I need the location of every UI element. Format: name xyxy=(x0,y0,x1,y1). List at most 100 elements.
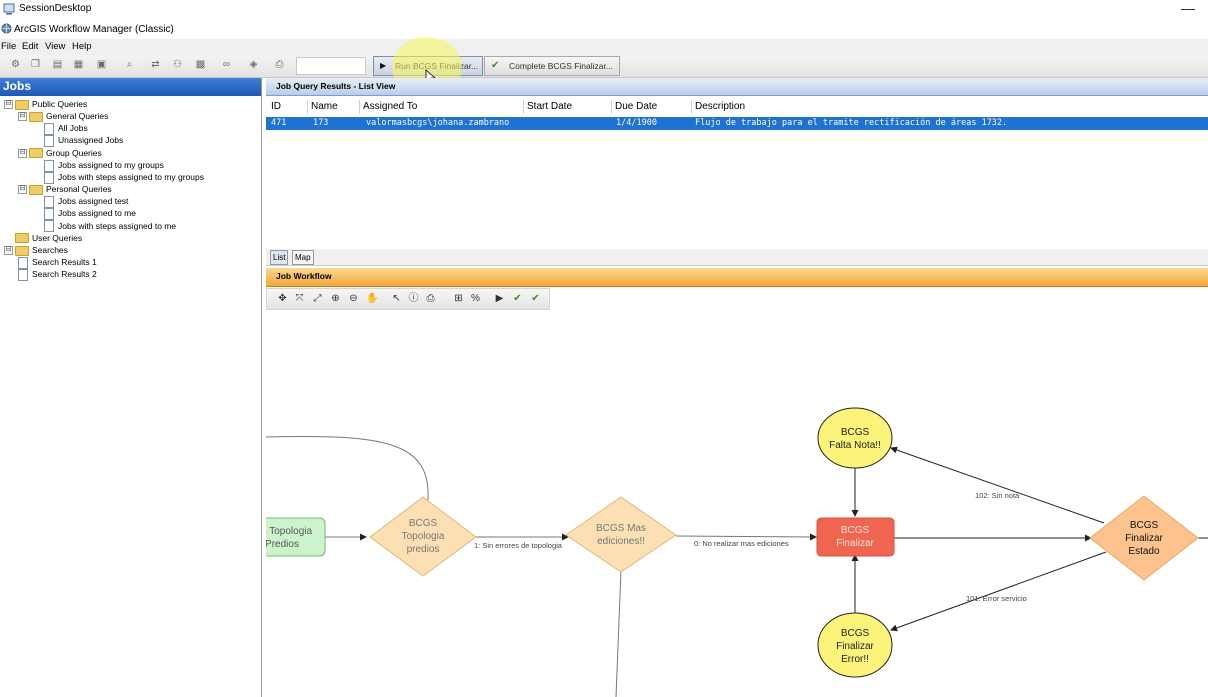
tree-item-label: Unassigned Jobs xyxy=(58,135,124,146)
node-topologia-line1: BCGS xyxy=(409,518,438,529)
node-topologia-predios[interactable]: BCGS Topologia predios xyxy=(369,496,477,577)
print-workflow-icon[interactable]: ⎙ xyxy=(426,293,435,304)
tree-item[interactable]: Jobs with steps assigned to me xyxy=(44,220,177,233)
zoom-in-icon[interactable]: ⊕ xyxy=(331,293,340,304)
col-description[interactable]: Description xyxy=(695,101,746,112)
job-combo[interactable] xyxy=(296,57,366,75)
node-finalizar[interactable]: BCGS Finalizar xyxy=(816,517,895,557)
refresh-icon[interactable]: ⇄ xyxy=(151,59,160,70)
collapse-icon[interactable]: ⊟ xyxy=(18,185,27,195)
complete-all-icon[interactable]: ✔ xyxy=(531,293,540,304)
menu-bar: File Edit View Help xyxy=(0,39,1208,55)
tree-item[interactable]: Jobs assigned to my groups xyxy=(44,159,164,172)
collapse-icon[interactable]: ⊟ xyxy=(18,112,27,122)
select-icon[interactable]: ↖ xyxy=(392,293,401,304)
table-row[interactable]: 471 173 valormasbcgs\johana.zambrano 1/4… xyxy=(266,117,1208,130)
tree-item[interactable]: All Jobs xyxy=(44,122,88,136)
node-finalizar-error[interactable]: BCGS Finalizar Error!! xyxy=(817,612,893,678)
tree-item[interactable]: User Queries xyxy=(4,232,82,244)
jobs-header: Jobs xyxy=(0,78,261,96)
node-finalizar-estado[interactable]: BCGS Finalizar Estado xyxy=(1089,495,1199,581)
query-icon xyxy=(44,135,54,148)
copy-icon[interactable]: ❐ xyxy=(31,59,40,70)
complete-workflow-icon[interactable]: ✔ xyxy=(513,293,522,304)
cell-assigned-to: valormasbcgs\johana.zambrano xyxy=(366,118,510,128)
tree-item[interactable]: ⊟Personal Queries xyxy=(18,183,112,195)
lock-icon[interactable]: ◈ xyxy=(249,59,258,70)
tree-item[interactable]: Unassigned Jobs xyxy=(44,134,124,148)
node-mas-ediciones[interactable]: BCGS Mas ediciones!! xyxy=(565,496,677,573)
tree-item[interactable]: ⊟Searches xyxy=(4,244,68,256)
cell-due-date: 1/4/1900 xyxy=(616,118,657,128)
tree-item[interactable]: Jobs assigned to me xyxy=(44,207,136,221)
tree-item[interactable]: Jobs with steps assigned to my groups xyxy=(44,171,204,184)
node-topologia-left[interactable]: S Topologia Predios xyxy=(266,517,326,557)
pan-icon[interactable]: ✥ xyxy=(278,293,287,304)
new-job-icon[interactable]: ▤ xyxy=(52,59,63,70)
edge-sin-nota xyxy=(890,446,1105,524)
edge-label-no-realizar: 0: No realizar mas ediciones xyxy=(694,539,789,548)
app-title: ArcGIS Workflow Manager (Classic) xyxy=(14,24,174,35)
jobs-title: Jobs xyxy=(3,79,32,93)
menu-view[interactable]: View xyxy=(45,41,66,52)
minimize-icon[interactable]: — xyxy=(1181,0,1195,16)
info-icon[interactable]: ⓘ xyxy=(408,293,419,304)
menu-help[interactable]: Help xyxy=(72,41,92,52)
tab-list[interactable]: List xyxy=(270,250,289,265)
node-finalizar-error-line2: Finalizar xyxy=(836,641,874,652)
menu-edit[interactable]: Edit xyxy=(22,41,39,52)
folder-icon xyxy=(15,233,29,244)
fit-extent-icon[interactable]: ⤧ xyxy=(295,293,304,304)
window-icon[interactable]: ▣ xyxy=(96,59,107,70)
tree-item[interactable]: ⊟Group Queries xyxy=(18,147,102,159)
node-finalizar-line1: BCGS xyxy=(841,525,870,536)
node-finalizar-error-line1: BCGS xyxy=(841,628,870,639)
col-name[interactable]: Name xyxy=(308,100,360,114)
node-falta-nota-line2: Falta Nota!! xyxy=(829,440,881,451)
report-icon[interactable]: ▩ xyxy=(195,59,206,70)
remote-desktop-icon xyxy=(3,3,15,15)
col-assigned-to[interactable]: Assigned To xyxy=(360,100,524,114)
tree-item-label: Public Queries xyxy=(32,99,88,109)
folder-icon xyxy=(15,99,29,110)
folder-icon xyxy=(29,184,43,195)
tab-map[interactable]: Map xyxy=(292,250,314,265)
col-start-date[interactable]: Start Date xyxy=(524,100,612,114)
workflow-tool-icon[interactable]: ⚙ xyxy=(11,59,20,70)
tree-item-label: Search Results 2 xyxy=(32,269,97,280)
node-topologia-left-line1: S Topologia xyxy=(266,526,312,537)
layout-icon[interactable]: ⊞ xyxy=(454,293,463,304)
hand-icon[interactable]: ✋ xyxy=(366,293,379,304)
percent-icon[interactable]: % xyxy=(471,293,480,304)
zoom-out-icon[interactable]: ⊖ xyxy=(349,293,358,304)
tree-item-label: Search Results 1 xyxy=(32,256,97,267)
tree-item[interactable]: ⊟ Public Queries xyxy=(4,98,87,110)
tree-item[interactable]: Jobs assigned test xyxy=(44,195,128,208)
workflow-header: Job Workflow xyxy=(266,268,1208,287)
tree-item-label: Jobs with steps assigned to me xyxy=(58,220,177,231)
collapse-icon[interactable]: ⊟ xyxy=(4,100,13,110)
complete-step-button[interactable]: ✔ Complete BCGS Finalizar... xyxy=(484,56,620,76)
print-icon[interactable]: ⎙ xyxy=(275,59,284,70)
collapse-icon[interactable]: ⊟ xyxy=(18,148,27,158)
workflow-canvas[interactable]: 1: Sin errores de topologia 0: No realiz… xyxy=(266,310,1208,697)
full-extent-icon[interactable]: ⤢ xyxy=(313,293,322,304)
node-falta-nota[interactable]: BCGS Falta Nota!! xyxy=(817,407,893,469)
collapse-icon[interactable]: ⊟ xyxy=(4,246,13,256)
tree-item[interactable]: ⊟General Queries xyxy=(18,110,108,122)
node-finalizar-line2: Finalizar xyxy=(836,538,874,549)
session-title-bar: SessionDesktop — xyxy=(0,0,1208,20)
edge-no-realizar xyxy=(675,533,817,541)
binoculars-icon[interactable]: ∞ xyxy=(222,59,231,70)
grid-icon[interactable]: ▦ xyxy=(73,59,84,70)
menu-file[interactable]: File xyxy=(1,41,17,52)
col-due-date[interactable]: Due Date xyxy=(612,100,692,114)
tree-item[interactable]: Search Results 2 xyxy=(18,268,97,281)
run-workflow-icon[interactable]: ▶ xyxy=(495,293,504,304)
edge-label-sin-errores: 1: Sin errores de topologia xyxy=(474,541,563,550)
users-icon[interactable]: ⚇ xyxy=(173,59,182,70)
col-id[interactable]: ID xyxy=(268,100,308,114)
cell-name: 173 xyxy=(313,118,329,128)
find-icon[interactable]: ⌕ xyxy=(126,59,133,70)
tree-item[interactable]: Search Results 1 xyxy=(18,256,97,269)
